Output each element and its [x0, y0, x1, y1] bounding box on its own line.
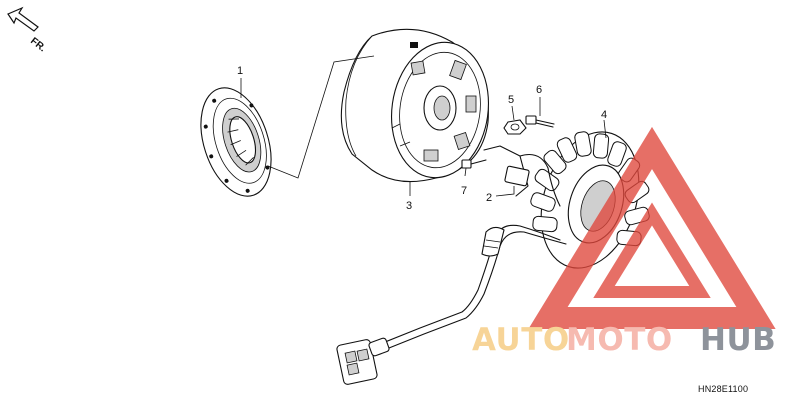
callout-2: 2 — [486, 192, 492, 204]
bolt-part-5 — [503, 119, 527, 135]
watermark-moto: MOTO — [566, 322, 673, 358]
diagram-code: HN28E1100 — [698, 384, 748, 394]
direction-label: FR. — [28, 36, 48, 55]
callout-6: 6 — [536, 84, 542, 96]
callout-5: 5 — [508, 94, 514, 106]
watermark-auto: AUTO — [472, 322, 570, 358]
bolt-part-6 — [525, 115, 555, 128]
callout-7: 7 — [461, 185, 467, 197]
callout-3: 3 — [406, 200, 412, 212]
flywheel-part — [340, 28, 490, 183]
callout-1: 1 — [237, 65, 243, 77]
watermark-logo: AUTO MOTO HUB — [472, 126, 776, 358]
leader-lines — [240, 78, 607, 197]
direction-arrow-icon: FR. — [7, 6, 48, 55]
bolt-part-7 — [461, 159, 487, 169]
assembly-link-line — [267, 55, 375, 179]
wire-harness — [379, 145, 567, 351]
connector-part — [336, 337, 390, 385]
watermark-hub: HUB — [700, 322, 776, 358]
callout-4: 4 — [601, 109, 607, 121]
starter-clutch-part — [200, 87, 272, 197]
